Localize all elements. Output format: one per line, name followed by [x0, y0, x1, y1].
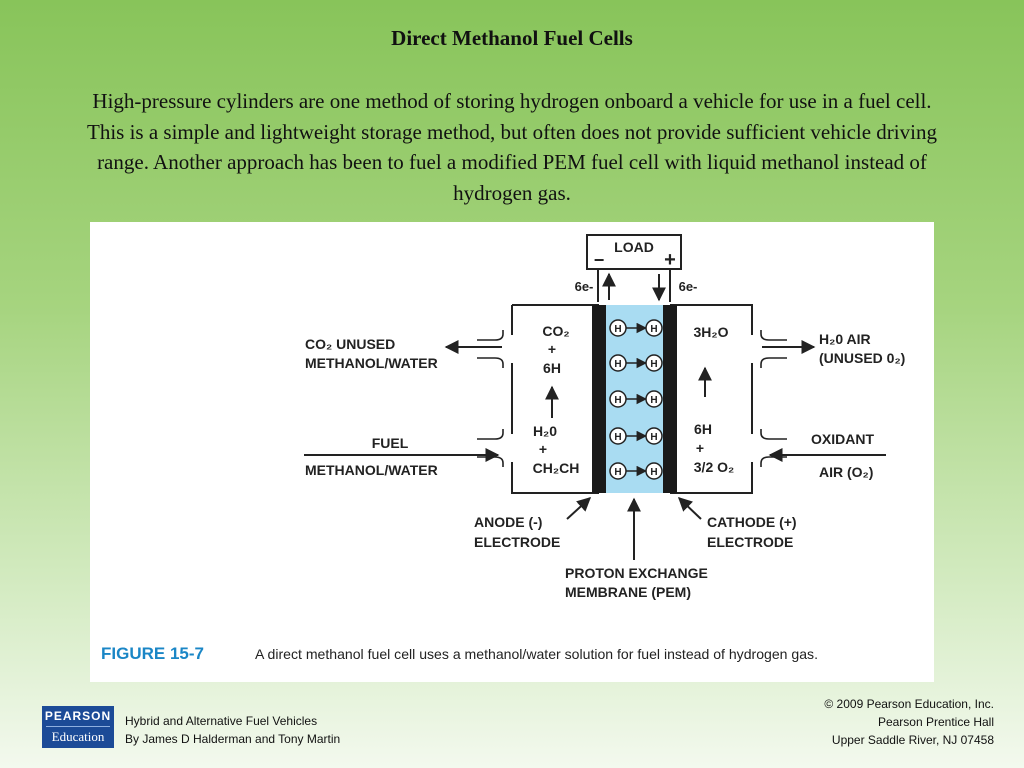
load-plus-sign: + [664, 249, 676, 271]
fuel-port-left [477, 429, 504, 467]
cathode-input-plus: + [696, 440, 704, 456]
proton-symbol: H [614, 359, 621, 370]
figure-caption-text: A direct methanol fuel cell uses a metha… [255, 646, 818, 662]
proton-symbol: H [614, 395, 621, 406]
proton-symbol: H [650, 359, 657, 370]
anode-product-6h: 6H [543, 360, 561, 376]
oxidant-type-label: AIR (O₂) [819, 464, 873, 480]
pearson-education-logo: PEARSON Education [42, 706, 114, 748]
cathode-label-line1: CATHODE (+) [707, 514, 797, 530]
slide-title: Direct Methanol Fuel Cells [391, 26, 633, 50]
proton-row: H H [609, 319, 663, 337]
fuel-label: FUEL [372, 435, 409, 451]
oxidant-port-right [760, 429, 787, 467]
exhaust-label-left-line2: METHANOL/WATER [305, 355, 438, 371]
cathode-input-6h: 6H [694, 421, 712, 437]
footer-authors: By James D Halderman and Tony Martin [125, 732, 341, 746]
cathode-input-oxygen: 3/2 O₂ [694, 459, 734, 475]
pem-label-line2: MEMBRANE (PEM) [565, 584, 691, 600]
footer-book-info: Hybrid and Alternative Fuel Vehicles By … [125, 712, 340, 748]
anode-product-plus: + [548, 341, 556, 357]
logo-line2: Education [51, 729, 105, 744]
figure-caption-number: FIGURE 15-7 [101, 644, 204, 663]
cathode-label-line2: ELECTRODE [707, 534, 793, 550]
proton-symbol: H [614, 432, 621, 443]
proton-row: H H [609, 462, 663, 480]
cathode-product-water: 3H₂O [693, 324, 728, 340]
proton-symbol: H [650, 467, 657, 478]
exhaust-port-left [477, 330, 504, 368]
load-label: LOAD [614, 239, 654, 255]
logo-line1: PEARSON [44, 709, 112, 723]
anode-callout-arrow [566, 497, 592, 520]
cathode-chamber [670, 304, 753, 494]
proton-symbol: H [614, 467, 621, 478]
anode-label-line2: ELECTRODE [474, 534, 560, 550]
footer-copyright: © 2009 Pearson Education, Inc. [824, 697, 994, 711]
slide-body-text: High-pressure cylinders are one method o… [87, 89, 937, 205]
fuel-type-label: METHANOL/WATER [305, 462, 438, 478]
proton-symbol: H [650, 324, 657, 335]
proton-symbol: H [614, 324, 621, 335]
electron-label-left: 6e- [575, 279, 594, 294]
load-minus-sign: − [594, 250, 605, 270]
footer-book-title: Hybrid and Alternative Fuel Vehicles [125, 714, 318, 728]
exhaust-label-right-line1: H₂0 AIR [819, 331, 871, 347]
proton-symbol: H [650, 432, 657, 443]
anode-input-plus: + [539, 441, 547, 457]
footer-publisher: Pearson Prentice Hall [877, 715, 994, 729]
figure-panel: LOAD − + 6e- 6e- H H [90, 222, 934, 682]
electron-label-right: 6e- [679, 279, 698, 294]
proton-row: H H [609, 427, 663, 445]
footer-location: Upper Saddle River, NJ 07458 [831, 733, 994, 747]
footer-publisher-info: © 2009 Pearson Education, Inc. Pearson P… [824, 695, 994, 749]
pem-label-line1: PROTON EXCHANGE [565, 565, 708, 581]
load-box [586, 234, 682, 270]
proton-row: H H [609, 390, 663, 408]
exhaust-label-left-line1: CO₂ UNUSED [305, 336, 395, 352]
anode-input-methanol: CH₂CH [533, 460, 580, 476]
anode-product-co2: CO₂ [542, 323, 569, 339]
anode-input-h2o: H₂0 [533, 423, 557, 439]
cathode-electrode [663, 305, 677, 493]
proton-symbol: H [650, 395, 657, 406]
proton-row: H H [609, 354, 663, 372]
anode-electrode [592, 305, 606, 493]
fuel-cell-diagram: LOAD − + 6e- 6e- H H [101, 234, 905, 663]
cathode-callout-arrow [677, 497, 702, 520]
exhaust-port-right [760, 330, 787, 368]
oxidant-label: OXIDANT [811, 431, 874, 447]
logo-divider [46, 726, 110, 727]
exhaust-label-right-line2: (UNUSED 0₂) [819, 350, 905, 366]
anode-label-line1: ANODE (-) [474, 514, 542, 530]
